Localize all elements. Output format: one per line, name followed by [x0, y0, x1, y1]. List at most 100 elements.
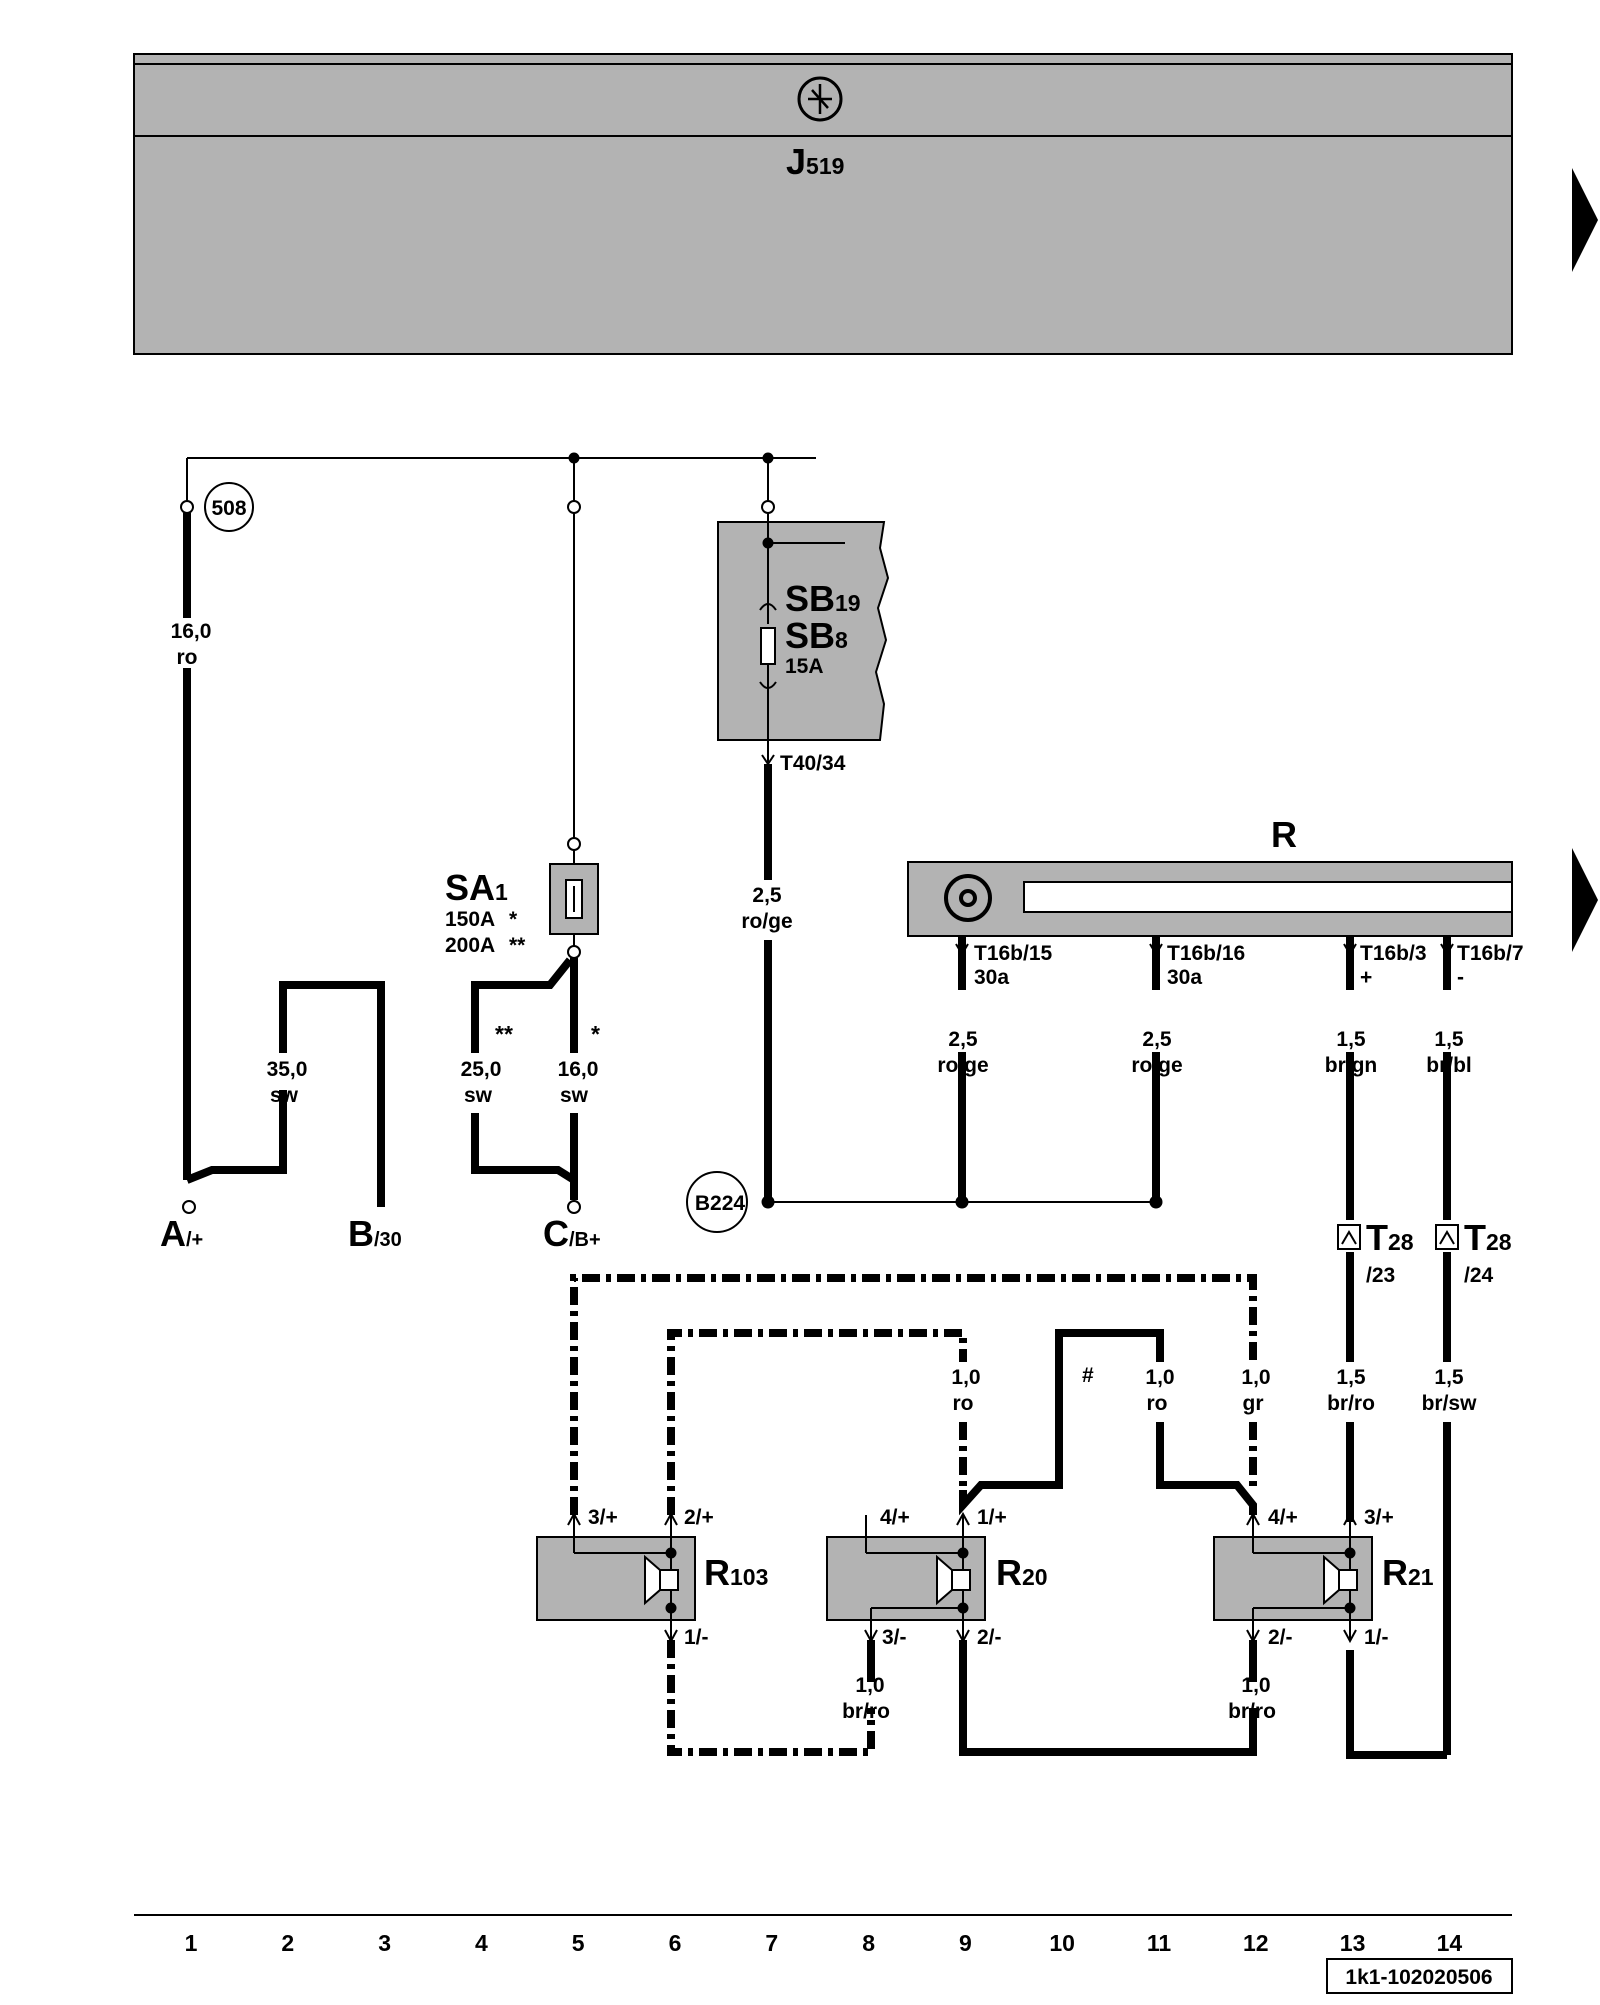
fuse-rating-label: 15A — [785, 655, 824, 678]
pin-label: 1/+ — [977, 1506, 1007, 1529]
radio-label: R — [1271, 814, 1297, 855]
wire-size-label: 1,0 — [855, 1674, 884, 1697]
wire-battery — [183, 513, 385, 1207]
wire-size-label: 1,0 — [1241, 1674, 1270, 1697]
asterisk-marker: * — [591, 1021, 600, 1047]
pin-label: - — [1457, 966, 1464, 989]
speaker-label: R21 — [1382, 1552, 1434, 1593]
wire-size-label: 2,5 — [1142, 1028, 1172, 1051]
pin-label: /24 — [1464, 1264, 1494, 1287]
pin-label: 3/+ — [1364, 1506, 1394, 1529]
wire-size-label: 35,0 — [267, 1058, 308, 1081]
pin-label: 1/- — [684, 1626, 709, 1649]
pin-label: 30a — [1167, 966, 1202, 989]
wire-color-label: gr — [1243, 1392, 1264, 1415]
svg-text:508: 508 — [211, 497, 246, 520]
fuse-sa1-label: SA1 — [445, 867, 508, 908]
terminal-b: B/30 — [348, 1213, 402, 1254]
terminal-c-label: C/B+ — [543, 1213, 601, 1254]
fuse-sb19-label: SB19 — [785, 578, 861, 619]
svg-text:B224: B224 — [695, 1192, 746, 1215]
asterisk-marker: * — [509, 908, 518, 931]
wire-size-label: 1,0 — [951, 1366, 980, 1389]
wire-size-label: 16,0 — [558, 1058, 599, 1081]
page-arrow-icon[interactable] — [1572, 848, 1598, 952]
pin-label: T16b/7 — [1457, 942, 1524, 965]
wire-size-label: 1,0 — [1241, 1366, 1270, 1389]
pin-label: 4/+ — [1268, 1506, 1298, 1529]
ruler-number: 9 — [959, 1930, 972, 1956]
pin-label: /23 — [1366, 1264, 1395, 1287]
speaker-r103 — [536, 1511, 696, 1644]
ruler-number: 6 — [669, 1930, 682, 1956]
ruler-number: 8 — [862, 1930, 875, 1956]
wire-size-label: 16,0 — [171, 620, 212, 643]
pin-label: 4/+ — [880, 1506, 910, 1529]
wire-color-label: sw — [270, 1084, 299, 1107]
connector-label: T28 — [1464, 1217, 1512, 1258]
pin-label: T40/34 — [780, 752, 846, 775]
footer-code: 1k1-102020506 — [1326, 1958, 1513, 1994]
wire-color-label: ro/ge — [937, 1054, 988, 1077]
pin-label: 1/- — [1364, 1626, 1389, 1649]
connector-label: T28 — [1366, 1217, 1414, 1258]
speaker-r20 — [826, 1511, 986, 1644]
pin-label: T16b/15 — [974, 942, 1053, 965]
speaker-label: R20 — [996, 1552, 1048, 1593]
pin-label: 3/+ — [588, 1506, 618, 1529]
ruler-number: 10 — [1049, 1930, 1075, 1956]
pin-label: 30a — [974, 966, 1009, 989]
ruler-number: 1 — [185, 1930, 198, 1956]
wire-size-label: 1,0 — [1145, 1366, 1174, 1389]
fuse-rating-label: 200A — [445, 934, 495, 957]
pin-label: T16b/16 — [1167, 942, 1245, 965]
wire-size-label: 1,5 — [1434, 1366, 1464, 1389]
pin-label: T16b/3 — [1360, 942, 1427, 965]
speaker-wiring-dashdot — [570, 1274, 1257, 1756]
asterisk-marker: ** — [509, 934, 526, 957]
wire-fuse-out — [761, 740, 1163, 1209]
control-unit-label: J519 — [786, 141, 844, 182]
wire-size-label: 1,5 — [1336, 1366, 1366, 1389]
ruler-number: 2 — [281, 1930, 294, 1956]
ruler-number: 5 — [572, 1930, 585, 1956]
speaker-icon — [659, 1569, 679, 1591]
ruler-number: 14 — [1437, 1930, 1463, 1956]
wire-size-label: 1,5 — [1434, 1028, 1464, 1051]
fuse-rating-label: 150A — [445, 908, 495, 931]
wire-color-label: ro/ge — [1131, 1054, 1182, 1077]
svg-text:1k1-102020506: 1k1-102020506 — [1345, 1966, 1492, 1989]
control-unit-j519: J519 — [133, 53, 1513, 355]
wire-size-label: 2,5 — [948, 1028, 978, 1051]
ground-marker-b224: B224 — [686, 1171, 748, 1233]
wire-size-label: 2,5 — [752, 884, 782, 907]
speaker-r21 — [1213, 1511, 1373, 1644]
pin-label: + — [1360, 966, 1372, 989]
ruler-number: 7 — [765, 1930, 778, 1956]
radio-icon — [944, 874, 992, 922]
pin-label: 3/- — [882, 1626, 907, 1649]
speaker-wiring-solid — [867, 1329, 1257, 1756]
page-arrow-icon[interactable] — [1572, 168, 1598, 272]
radio-unit — [907, 861, 1513, 937]
wire-color-label: br/sw — [1422, 1392, 1478, 1415]
wire-color-label: br/ro — [842, 1700, 890, 1723]
top-bus — [180, 452, 816, 514]
connector-t28-24 — [1435, 1224, 1459, 1250]
terminal-a: A/+ — [160, 1200, 203, 1254]
pin-label: 2/- — [1268, 1626, 1293, 1649]
wire-color-label: sw — [560, 1084, 589, 1107]
ruler-number: 3 — [378, 1930, 391, 1956]
terminal-b-label: B/30 — [348, 1213, 402, 1254]
fuse-box-sb — [717, 513, 890, 741]
wire-color-label: ro — [953, 1392, 974, 1415]
connector-t28-23 — [1337, 1224, 1361, 1250]
hash-marker: # — [1082, 1364, 1094, 1387]
radio-wires — [955, 936, 1454, 1220]
wire-color-label: ro — [1147, 1392, 1168, 1415]
asterisk-marker: ** — [495, 1021, 513, 1047]
ground-marker-508: 508 — [204, 482, 254, 532]
fuse-sb8-label: SB8 — [785, 615, 848, 656]
